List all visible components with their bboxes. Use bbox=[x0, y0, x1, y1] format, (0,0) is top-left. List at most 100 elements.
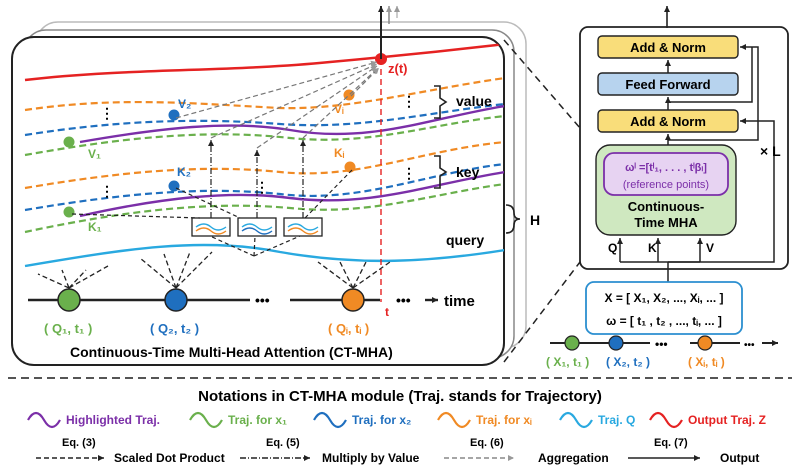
key-trajectory-x1 bbox=[24, 182, 504, 234]
v-input-label: V bbox=[706, 241, 714, 255]
key-trajectory-xi bbox=[24, 140, 504, 190]
legend-output-label: Output bbox=[720, 451, 759, 465]
input-hdots-2: ••• bbox=[744, 340, 755, 351]
x2-label: ( X₂, t₂ ) bbox=[606, 355, 650, 369]
value-trajectory-x1 bbox=[24, 114, 504, 157]
v1-label: V₁ bbox=[88, 147, 101, 161]
key-vdots-right: ⋮ bbox=[402, 165, 416, 181]
k1-label: K₁ bbox=[88, 220, 102, 234]
ct-mha-line1: Continuous- bbox=[628, 199, 705, 214]
timeline-hdots-1: ••• bbox=[255, 292, 270, 308]
key-vdots-left: ⋮ bbox=[100, 183, 114, 199]
legend-x2-label: Traj. for x₂ bbox=[352, 413, 411, 427]
zoom-line-top bbox=[503, 39, 581, 129]
omega-sequence-label: ω = [ t₁ , t₂ , ..., tᵢ, ... ] bbox=[606, 314, 722, 328]
aggregation-lines bbox=[175, 60, 380, 149]
time-label: time bbox=[444, 293, 475, 310]
key-label: key bbox=[456, 164, 480, 180]
trajectory-legend: Highlighted Traj. Traj. for x₁ Traj. for… bbox=[27, 411, 766, 429]
value-trajectory-xi bbox=[24, 76, 504, 112]
value-vdots-left: ⋮ bbox=[100, 105, 114, 121]
reference-points-label: (reference points) bbox=[623, 179, 709, 191]
ct-mha-title: Continuous-Time Multi-Head Attention (CT… bbox=[70, 344, 393, 360]
input-sequence-box bbox=[585, 281, 743, 335]
feed-forward-label: Feed Forward bbox=[625, 77, 710, 92]
legend-dot-product-label: Scaled Dot Product bbox=[114, 451, 225, 465]
legend-eq5: Eq. (5) bbox=[266, 437, 300, 449]
timeline-hdots-2: ••• bbox=[396, 292, 411, 308]
h-label: H bbox=[530, 212, 540, 228]
ki-point bbox=[344, 161, 356, 173]
key-trajectory-x2 bbox=[24, 162, 504, 212]
add-norm-top-label: Add & Norm bbox=[630, 40, 706, 55]
query-lines bbox=[37, 251, 391, 289]
legend-z-swatch bbox=[649, 411, 683, 429]
score-boxes bbox=[191, 217, 323, 237]
output-trajectory-z bbox=[24, 42, 504, 82]
legend-highlighted-swatch bbox=[27, 411, 61, 429]
v1-point bbox=[63, 136, 75, 148]
q-input-label: Q bbox=[608, 241, 617, 255]
times-l-label: × L bbox=[760, 143, 781, 159]
legend-xi-swatch bbox=[437, 411, 471, 429]
value-highlighted-trajectory bbox=[79, 104, 504, 144]
add-norm-top-box bbox=[597, 35, 739, 59]
legend-eq6: Eq. (6) bbox=[470, 437, 504, 449]
qi-node bbox=[341, 288, 365, 312]
legend-multiply-label: Multiply by Value bbox=[322, 451, 420, 465]
vi-label: Vᵢ bbox=[334, 102, 344, 116]
legend-title: Notations in CT-MHA module (Traj. stands… bbox=[198, 388, 602, 405]
trajectories bbox=[24, 42, 504, 268]
encoder-arrows bbox=[617, 44, 775, 282]
k2-label: K₂ bbox=[177, 165, 191, 179]
reference-points-box bbox=[603, 152, 729, 196]
legend-xi-label: Traj. for xᵢ bbox=[476, 413, 532, 427]
q2-node bbox=[164, 288, 188, 312]
x-sequence-label: X = [ X₁, X₂, ..., Xᵢ, ... ] bbox=[604, 291, 723, 305]
k-input-label: K bbox=[648, 241, 657, 255]
qi-label: ( Qᵢ, tᵢ ) bbox=[328, 321, 369, 336]
input-hdots-1: ••• bbox=[655, 337, 668, 351]
q1-node bbox=[57, 288, 81, 312]
ct-mha-line2: Time MHA bbox=[634, 215, 698, 230]
legend-x2-swatch bbox=[313, 411, 347, 429]
value-label: value bbox=[456, 93, 492, 109]
omega-l-label: ωˡ =[tˡ₁, . . . , tˡβₗ] bbox=[625, 162, 707, 174]
x1-node bbox=[564, 335, 580, 351]
value-vdots-right: ⋮ bbox=[402, 93, 416, 109]
xi-label: ( Xᵢ, tᵢ ) bbox=[688, 355, 725, 369]
t-label: t bbox=[385, 305, 389, 319]
legend-aggregation-label: Aggregation bbox=[538, 451, 609, 465]
k2-point bbox=[168, 180, 180, 192]
attention-lines bbox=[71, 140, 353, 257]
key-brace bbox=[434, 155, 448, 189]
operation-legend: Eq. (3) Scaled Dot Product Eq. (5) Multi… bbox=[36, 437, 759, 465]
k1-point bbox=[63, 206, 75, 218]
legend-q-label: Traj. Q bbox=[598, 413, 635, 427]
legend-x1-swatch bbox=[189, 411, 223, 429]
xi-node bbox=[697, 335, 713, 351]
query-trajectory bbox=[24, 243, 504, 268]
z-label: z(t) bbox=[388, 61, 408, 76]
q1-label: ( Q₁, t₁ ) bbox=[44, 321, 92, 336]
legend-eq7: Eq. (7) bbox=[654, 437, 688, 449]
h-brace bbox=[505, 204, 521, 234]
legend-q-swatch bbox=[559, 411, 593, 429]
q2-label: ( Q₂, t₂ ) bbox=[150, 321, 199, 336]
key-vdots-mid: ⋮ bbox=[255, 179, 269, 195]
query-label: query bbox=[446, 232, 484, 248]
value-brace bbox=[434, 85, 448, 119]
value-trajectory-x2 bbox=[24, 102, 504, 137]
legend-eq3: Eq. (3) bbox=[62, 437, 96, 449]
ki-label: Kᵢ bbox=[334, 146, 345, 160]
legend-highlighted-label: Highlighted Traj. bbox=[66, 413, 160, 427]
v2-point bbox=[168, 109, 180, 121]
x1-label: ( X₁, t₁ ) bbox=[546, 355, 589, 369]
add-norm-mid-label: Add & Norm bbox=[630, 114, 706, 129]
zoom-line-bottom bbox=[503, 261, 581, 363]
legend-z-label: Output Traj. Z bbox=[688, 413, 766, 427]
key-highlighted-trajectory bbox=[79, 170, 504, 218]
x2-node bbox=[608, 335, 624, 351]
